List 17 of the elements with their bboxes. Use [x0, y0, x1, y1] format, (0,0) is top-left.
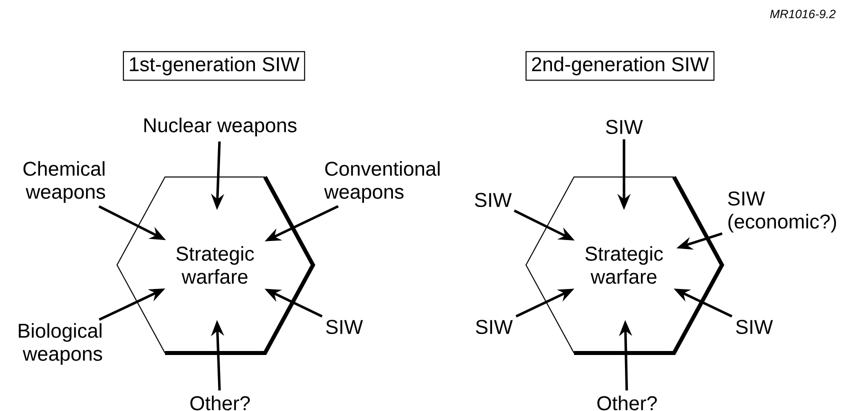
- hexagon: Strategic warfare: [525, 176, 724, 355]
- source-label: Other?: [190, 396, 250, 410]
- source-label: SIW: [326, 320, 363, 334]
- source-label: SIW (economic?): [728, 191, 836, 233]
- source-label: Nuclear weapons: [144, 118, 296, 136]
- source-label: Chemical weapons: [23, 161, 106, 203]
- source-label: Conventional weapons: [324, 161, 440, 203]
- figure-number: MR1016-9.2: [770, 10, 836, 18]
- title-box: 1st-generation SIW: [122, 51, 306, 81]
- source-label: Biological weapons: [18, 323, 102, 365]
- source-label: SIW: [736, 320, 773, 334]
- title-box: 2nd-generation SIW: [526, 51, 714, 81]
- source-label: SIW: [476, 320, 513, 334]
- source-label: Other?: [597, 396, 657, 410]
- source-label: SIW: [474, 192, 512, 208]
- source-label: SIW: [606, 120, 643, 134]
- hexagon: Strategic warfare: [116, 176, 316, 355]
